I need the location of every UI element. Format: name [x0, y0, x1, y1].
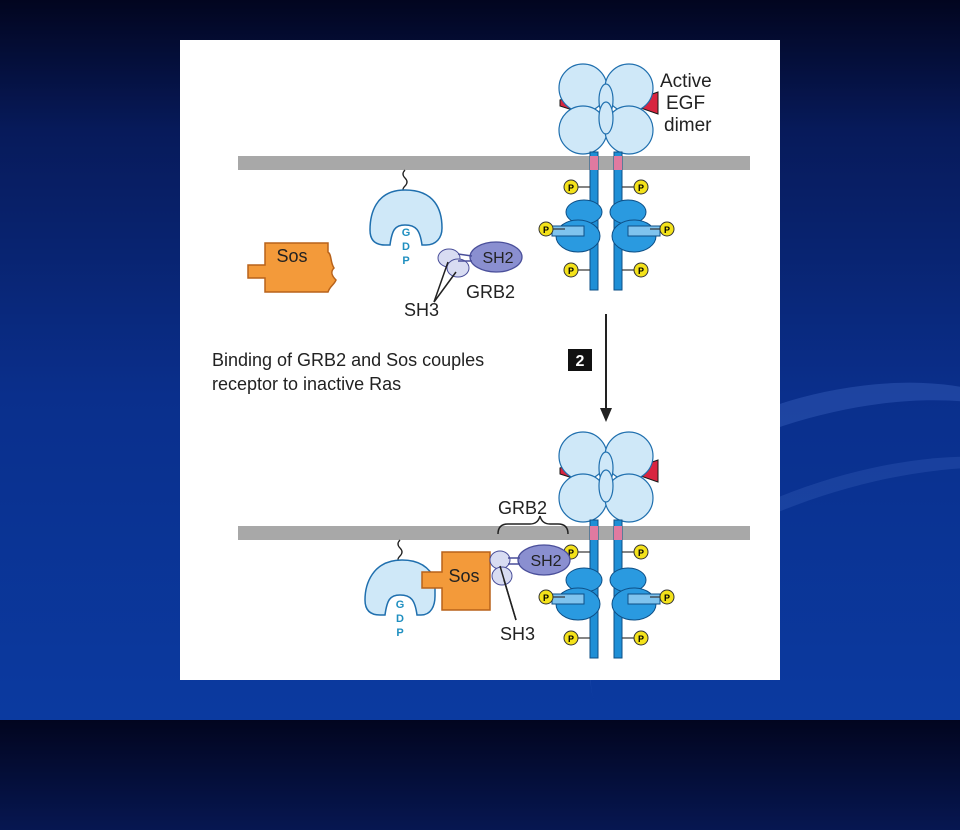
sos-label: Sos	[276, 246, 307, 266]
phospho-group: P	[563, 630, 579, 646]
svg-text:P: P	[638, 548, 644, 558]
grb2-linker	[457, 253, 473, 262]
svg-text:P: P	[664, 225, 670, 235]
sh3-label-bottom: SH3	[500, 624, 535, 644]
gdp-letter: D	[402, 241, 410, 253]
gdp-letter: D	[396, 613, 404, 625]
caption-line-2: receptor to inactive Ras	[212, 374, 401, 394]
sos-protein-bottom	[421, 551, 491, 611]
phospho-group: P	[633, 179, 649, 195]
receptor-extracellular-bottom	[558, 431, 654, 523]
sos-label: Sos	[448, 566, 479, 586]
gdp-letter: P	[402, 255, 409, 267]
kinase-domains-bottom	[551, 567, 661, 621]
active-egf-dimer-label: dimer	[664, 115, 712, 136]
sh3-domain-top	[446, 258, 470, 278]
svg-text:P: P	[638, 634, 644, 644]
svg-text:P: P	[543, 593, 549, 603]
svg-text:P: P	[638, 183, 644, 193]
diagram-panel: P P P P P P Active EGF dimer G D P Sos S…	[180, 40, 780, 680]
phospho-group: P	[633, 630, 649, 646]
ras-lipid-anchor	[397, 539, 403, 563]
transition-arrow-head	[600, 408, 612, 422]
ras-activation-diagram: P P P P P P Active EGF dimer G D P Sos S…	[212, 63, 750, 659]
phospho-group: P	[659, 589, 675, 605]
gdp-letter: P	[396, 627, 403, 639]
sos-protein-top	[247, 242, 337, 293]
step-number: 2	[576, 353, 585, 370]
caption-line-1: Binding of GRB2 and Sos couples	[212, 350, 484, 370]
sh2-domain-top	[469, 241, 523, 273]
active-egf-dimer-label: EGF	[666, 93, 705, 114]
membrane-bottom	[238, 526, 750, 540]
sh3-pointer	[433, 271, 457, 303]
ras-protein-top	[369, 189, 443, 246]
ras-protein-bottom	[364, 559, 436, 616]
ras-lipid-anchor	[402, 169, 408, 193]
svg-text:P: P	[568, 183, 574, 193]
phospho-group: P	[633, 544, 649, 560]
phospho-group: P	[563, 179, 579, 195]
sh3-label-top: SH3	[404, 300, 439, 320]
phospho-group: P	[633, 262, 649, 278]
sh2-domain-bottom	[517, 544, 571, 576]
kinase-domains-top	[551, 199, 661, 253]
phospho-lines-bottom	[552, 551, 663, 639]
grb2-label-top: GRB2	[466, 282, 515, 302]
phospho-group: P	[563, 262, 579, 278]
svg-text:P: P	[568, 548, 574, 558]
grb2-label-bottom: GRB2	[498, 498, 547, 518]
sh3-pointer	[503, 579, 517, 621]
phospho-group: P	[538, 589, 554, 605]
receptor-extracellular-top	[558, 63, 654, 155]
active-egf-dimer-label: Active	[660, 71, 712, 92]
sh3-pointer	[433, 261, 449, 303]
sh2-label: SH2	[530, 553, 561, 570]
svg-text:P: P	[543, 225, 549, 235]
membrane-top	[238, 156, 750, 170]
svg-text:P: P	[664, 593, 670, 603]
svg-text:P: P	[638, 266, 644, 276]
sh2-label: SH2	[482, 250, 513, 267]
step-badge	[568, 349, 592, 371]
sh3-domain-bottom	[491, 566, 513, 586]
svg-text:P: P	[568, 634, 574, 644]
phospho-group: P	[538, 221, 554, 237]
grb2-linker	[508, 557, 520, 565]
gdp-letter: G	[402, 227, 411, 239]
gdp-letter: G	[396, 599, 405, 611]
grb2-brace	[497, 515, 569, 535]
svg-text:P: P	[568, 266, 574, 276]
phospho-group: P	[659, 221, 675, 237]
